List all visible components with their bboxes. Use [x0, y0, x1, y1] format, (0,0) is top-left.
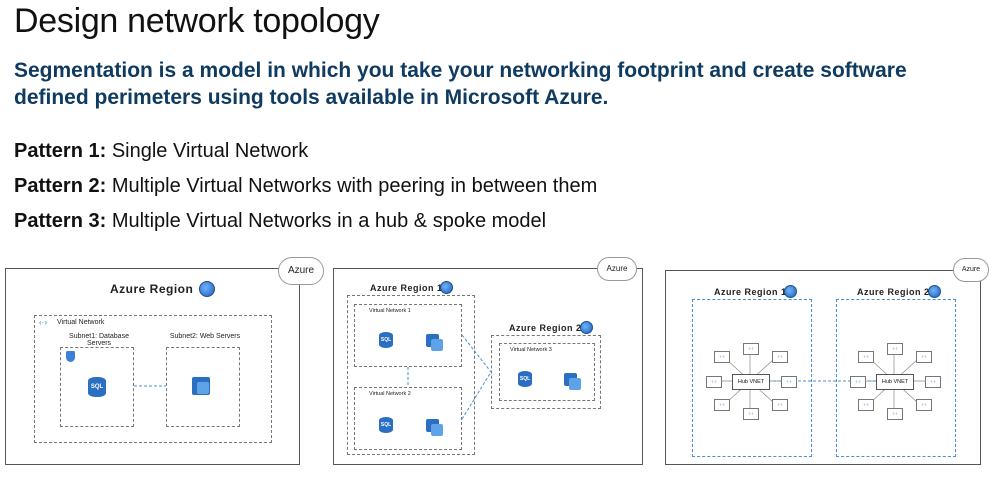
vnet-icon: ‹·› [858, 399, 874, 411]
web-server-icon [426, 334, 443, 351]
vnet-icon: ‹·› [39, 318, 47, 327]
d2-sql-2: SQL [380, 422, 392, 428]
globe-icon [580, 321, 593, 334]
pattern-2-text: Multiple Virtual Networks with peering i… [111, 175, 598, 197]
d2-vnet1-label: Virtual Network 1 [369, 308, 411, 314]
d2-sql-1: SQL [380, 337, 392, 343]
d1-subnet1-label: Subnet1: Database Servers [69, 333, 129, 347]
sql-database-icon: SQL [518, 371, 532, 387]
d2-cloud: Azure [597, 257, 637, 281]
d1-connector [134, 385, 166, 387]
d1-cloud: Azure [278, 257, 324, 285]
d2-vnet3-label: Virtual Network 3 [510, 347, 552, 353]
shield-icon [66, 351, 75, 362]
d1-cloud-label: Azure [287, 265, 315, 276]
d3-region1-title: Azure Region 1 [714, 287, 787, 297]
d3-cloud: Azure [953, 258, 989, 282]
vnet-icon: ‹·› [781, 376, 797, 388]
d1-subnet2-label: Subnet2: Web Servers [169, 333, 241, 340]
web-server-icon [426, 419, 443, 436]
diagram-peering: Azure Region 1 Virtual Network 1 Virtual… [333, 268, 643, 465]
d1-region-title: Azure Region [110, 282, 194, 296]
d1-vnet-box: ‹·› Virtual Network [34, 315, 272, 443]
d2-region2-box [491, 335, 601, 409]
web-server-icon [192, 377, 210, 395]
d1-subnet1-box [60, 347, 134, 427]
d2-cloud-label: Azure [606, 264, 628, 273]
d3-region2-title: Azure Region 2 [857, 287, 930, 297]
vnet-icon: ‹·› [850, 376, 866, 388]
d1-sql-label: SQL [90, 384, 104, 390]
globe-icon [440, 281, 453, 294]
vnet-icon: ‹·› [714, 351, 730, 363]
d3-region2-box [836, 299, 956, 457]
pattern-3-text: Multiple Virtual Networks in a hub & spo… [111, 210, 547, 232]
pattern-1-label: Pattern 1: [14, 140, 107, 162]
d3-region1-box [692, 299, 812, 457]
d3-cloud-label: Azure [961, 266, 981, 273]
vnet-icon: ‹·› [916, 399, 932, 411]
d2-region1-box [347, 295, 475, 455]
diagram-single-vnet: Azure Region ‹·› Virtual Network Subnet1… [5, 268, 300, 465]
d2-vnet3-box: Virtual Network 3 [499, 343, 595, 401]
d2-region1-title: Azure Region 1 [370, 283, 443, 293]
vnet-icon: ‹·› [714, 399, 730, 411]
globe-icon [928, 285, 941, 298]
pattern-1-text: Single Virtual Network [111, 140, 309, 162]
globe-icon [784, 285, 797, 298]
vnet-icon: ‹·› [916, 351, 932, 363]
pattern-2-label: Pattern 2: [14, 175, 107, 197]
vnet-icon: ‹·› [706, 376, 722, 388]
vnet-icon: ‹·› [743, 408, 759, 420]
sql-database-icon: SQL [379, 417, 393, 433]
d2-sql-3: SQL [519, 376, 531, 382]
d3-hub2-label: Hub VNET [881, 379, 909, 385]
diagram-hub-spoke: Azure Region 1 Azure Region 2 ‹·› ‹·› ‹·… [665, 270, 981, 465]
d2-vnet1-box: Virtual Network 1 [354, 304, 462, 367]
vnet-icon: ‹·› [887, 408, 903, 420]
vnet-icon: ‹·› [772, 351, 788, 363]
d3-hub1: Hub VNET [732, 374, 770, 390]
vnet-icon: ‹·› [772, 399, 788, 411]
globe-icon [199, 281, 215, 297]
sql-database-icon: SQL [379, 332, 393, 348]
d2-vnet2-label: Virtual Network 2 [369, 391, 411, 397]
vnet-icon: ‹·› [858, 351, 874, 363]
pattern-1: Pattern 1: Single Virtual Network [14, 140, 308, 163]
d1-subnet2-box [166, 347, 240, 427]
vnet-icon: ‹·› [887, 343, 903, 355]
web-server-icon [564, 373, 581, 390]
slide-title: Design network topology [14, 2, 380, 40]
d2-region2-title: Azure Region 2 [509, 323, 582, 333]
vnet-icon: ‹·› [743, 343, 759, 355]
d3-hub2: Hub VNET [876, 374, 914, 390]
d3-hub1-label: Hub VNET [737, 379, 765, 385]
sql-database-icon: SQL [88, 377, 106, 397]
slide-subtitle: Segmentation is a model in which you tak… [14, 59, 907, 109]
d3-spoke-lines [716, 353, 928, 411]
pattern-2: Pattern 2: Multiple Virtual Networks wit… [14, 175, 597, 198]
pattern-3: Pattern 3: Multiple Virtual Networks in … [14, 210, 546, 233]
d2-peering-lines [407, 334, 492, 420]
d1-vnet-label: Virtual Network [57, 319, 105, 326]
pattern-3-label: Pattern 3: [14, 210, 107, 232]
d2-vnet2-box: Virtual Network 2 [354, 387, 462, 450]
vnet-icon: ‹·› [925, 376, 941, 388]
